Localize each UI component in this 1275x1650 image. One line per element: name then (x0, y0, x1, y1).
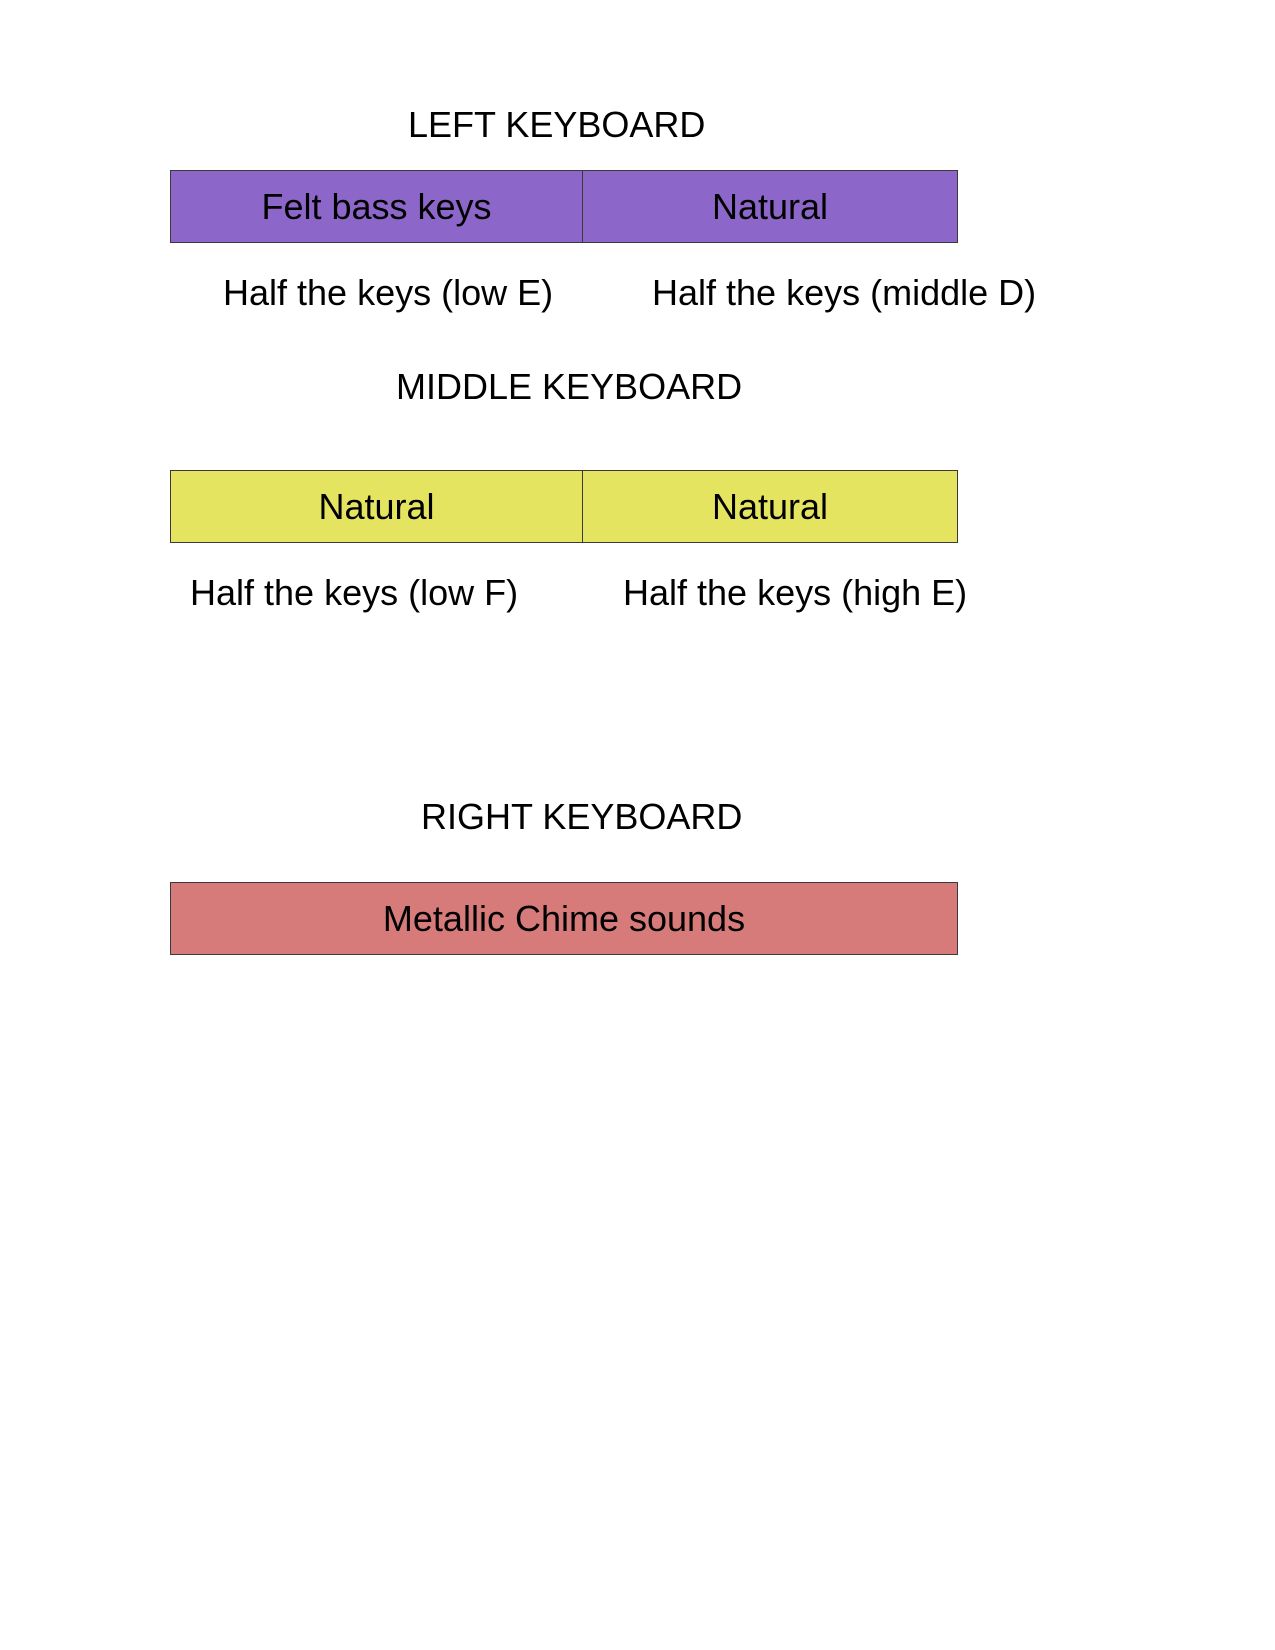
middle-keyboard-caption-low: Half the keys (low F) (190, 572, 519, 613)
left-keyboard-title: LEFT KEYBOARD (408, 104, 706, 145)
left-keyboard-caption-low: Half the keys (low E) (223, 272, 554, 313)
left-keyboard-segment-natural: Natural (711, 185, 829, 227)
middle-keyboard-title: MIDDLE KEYBOARD (396, 366, 743, 407)
middle-keyboard-caption-high: Half the keys (high E) (623, 572, 968, 613)
right-keyboard-bar: Metallic Chime sounds (170, 882, 958, 955)
middle-keyboard-segment-natural-right: Natural (711, 485, 829, 527)
right-keyboard-segment-metallic-chime: Metallic Chime sounds (382, 897, 746, 939)
middle-keyboard-segment-natural-left: Natural (171, 471, 583, 542)
left-keyboard-bar: Felt bass keys Natural (170, 170, 958, 243)
right-keyboard-title: RIGHT KEYBOARD (421, 796, 743, 837)
left-keyboard-caption-middle: Half the keys (middle D) (652, 272, 1037, 313)
left-keyboard-segment-felt-bass: Felt bass keys (171, 171, 583, 242)
middle-keyboard-bar: Natural Natural (170, 470, 958, 543)
